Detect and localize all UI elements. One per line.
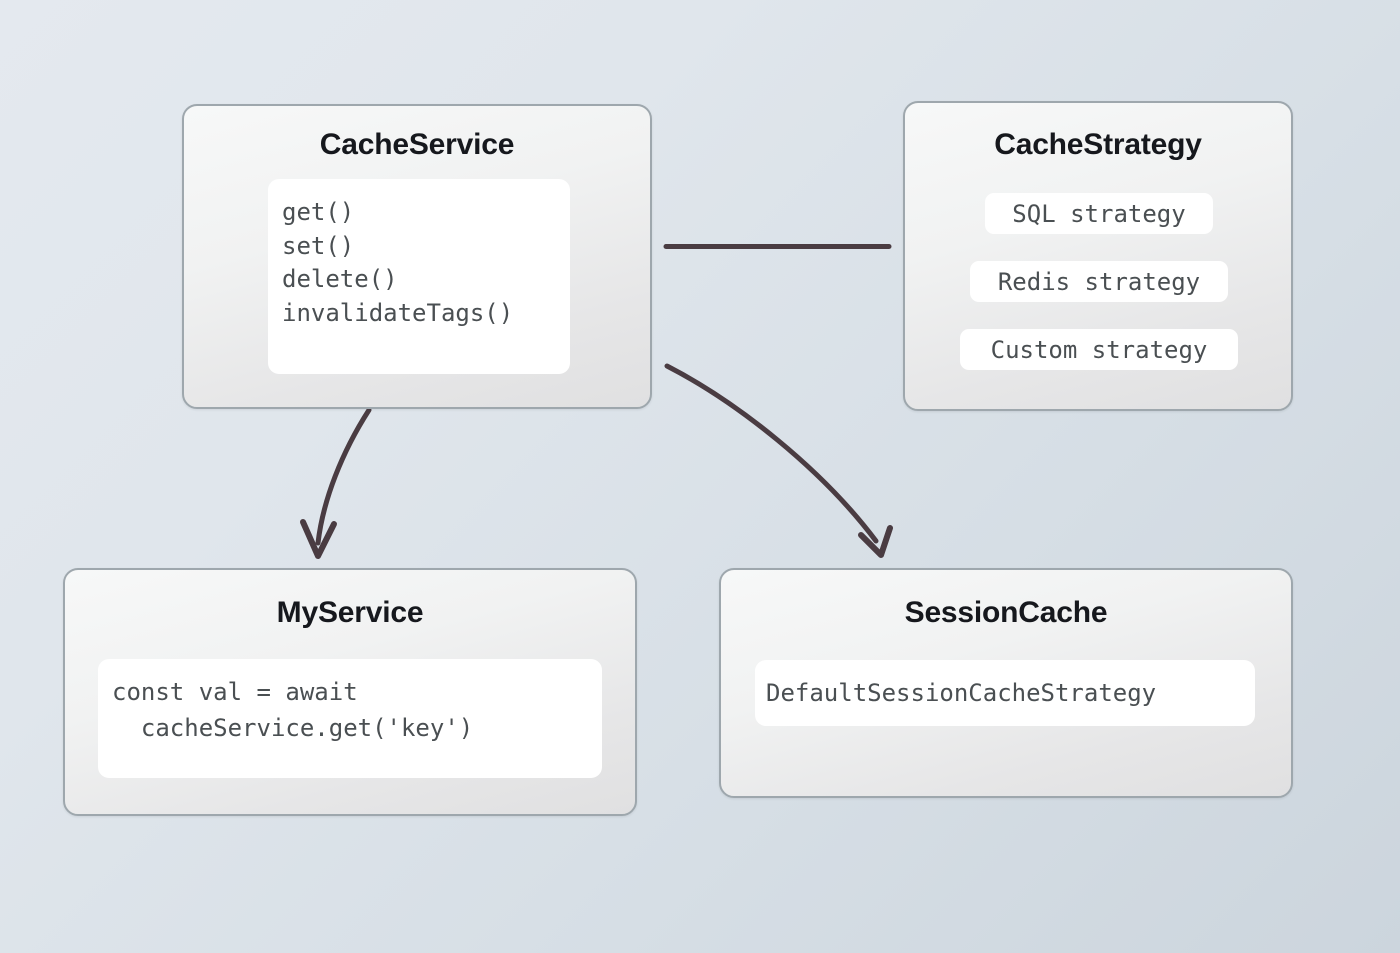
strategy-label-session-cache: DefaultSessionCacheStrategy bbox=[755, 660, 1255, 726]
node-title-cache-strategy: CacheStrategy bbox=[994, 128, 1202, 161]
code-line: const val = await bbox=[112, 678, 358, 706]
connector-cacheservice-myservice bbox=[315, 407, 372, 546]
method-item: delete() bbox=[282, 265, 398, 294]
node-title-cache-service: CacheService bbox=[319, 128, 515, 161]
method-item: set() bbox=[282, 231, 355, 260]
code-block-my-service: const val = await cacheService.get('key'… bbox=[98, 659, 602, 778]
method-item: get() bbox=[282, 198, 355, 226]
node-cache-strategy[interactable]: CacheStrategy SQL strategy Redis strateg… bbox=[903, 101, 1293, 411]
strategy-pill-redis[interactable]: Redis strategy bbox=[970, 261, 1228, 302]
node-title-my-service: MyService bbox=[276, 596, 424, 629]
arrowhead-sessioncache bbox=[858, 525, 893, 558]
node-session-cache[interactable]: SessionCache DefaultSessionCacheStrategy bbox=[719, 568, 1293, 798]
strategy-pill-custom[interactable]: Custom strategy bbox=[960, 329, 1238, 370]
code-line: cacheService.get('key') bbox=[112, 713, 474, 742]
method-list-cache-service: get() set() delete() invalidateTags() bbox=[268, 179, 570, 374]
method-item: invalidateTags() bbox=[282, 298, 514, 327]
node-title-session-cache: SessionCache bbox=[904, 596, 1108, 629]
node-cache-service[interactable]: CacheService get() set() delete() invali… bbox=[182, 104, 652, 409]
connector-cacheservice-sessioncache bbox=[664, 363, 879, 544]
node-my-service[interactable]: MyService const val = await cacheService… bbox=[63, 568, 637, 816]
arrowhead-myservice bbox=[300, 519, 337, 559]
strategy-pill-sql[interactable]: SQL strategy bbox=[985, 193, 1213, 234]
